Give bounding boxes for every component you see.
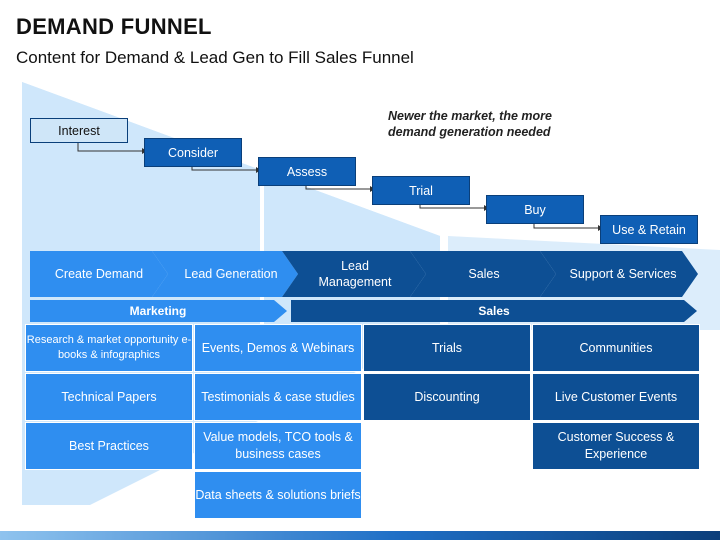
connector-5: [533, 224, 598, 229]
step-trial: Trial: [372, 176, 470, 205]
sales-band: Sales: [478, 304, 510, 318]
step-consider: Consider: [144, 138, 242, 167]
content-value-models: Value models, TCO tools & business cases: [194, 422, 362, 470]
stage-lead-management: Lead Management: [318, 259, 392, 289]
connector-4: [419, 205, 484, 209]
stage-create-demand: Create Demand: [54, 267, 144, 281]
content-discounting: Discounting: [363, 373, 531, 421]
content-live-customer-events: Live Customer Events: [532, 373, 700, 421]
connector-1: [77, 143, 142, 152]
stage-chevron-3: [282, 251, 426, 297]
content-communities: Communities: [532, 324, 700, 372]
content-best-practices: Best Practices: [25, 422, 193, 470]
stage-lead-generation: Lead Generation: [184, 267, 278, 281]
step-buy: Buy: [486, 195, 584, 224]
marketing-band: Marketing: [129, 304, 187, 318]
stage-support-services: Support & Services: [569, 267, 677, 281]
content-testimonials: Testimonials & case studies: [194, 373, 362, 421]
step-interest: Interest: [30, 118, 128, 143]
stage-chevron-2: [152, 251, 298, 297]
sales-band-shape: [291, 300, 697, 322]
stage-chevron-1: [30, 251, 168, 297]
step-assess: Assess: [258, 157, 356, 186]
marketing-band-shape: [30, 300, 287, 322]
stage-sales: Sales: [468, 267, 500, 281]
funnel-note: Newer the market, the more demand genera…: [388, 109, 552, 139]
stage-chevron-4: [410, 251, 556, 297]
connector-3: [305, 186, 370, 190]
content-trials: Trials: [363, 324, 531, 372]
content-customer-success: Customer Success & Experience: [532, 422, 700, 470]
content-events-demos: Events, Demos & Webinars: [194, 324, 362, 372]
content-data-sheets: Data sheets & solutions briefs: [194, 471, 362, 519]
content-technical-papers: Technical Papers: [25, 373, 193, 421]
connector-2: [191, 167, 256, 171]
stage-chevron-5: [540, 251, 698, 297]
page-title: DEMAND FUNNEL: [16, 14, 212, 39]
bottom-accent-bar: [0, 531, 720, 540]
content-research-ebooks: Research & market opportunity e-books & …: [25, 324, 193, 372]
step-use-retain: Use & Retain: [600, 215, 698, 244]
page-subtitle: Content for Demand & Lead Gen to Fill Sa…: [16, 48, 414, 67]
